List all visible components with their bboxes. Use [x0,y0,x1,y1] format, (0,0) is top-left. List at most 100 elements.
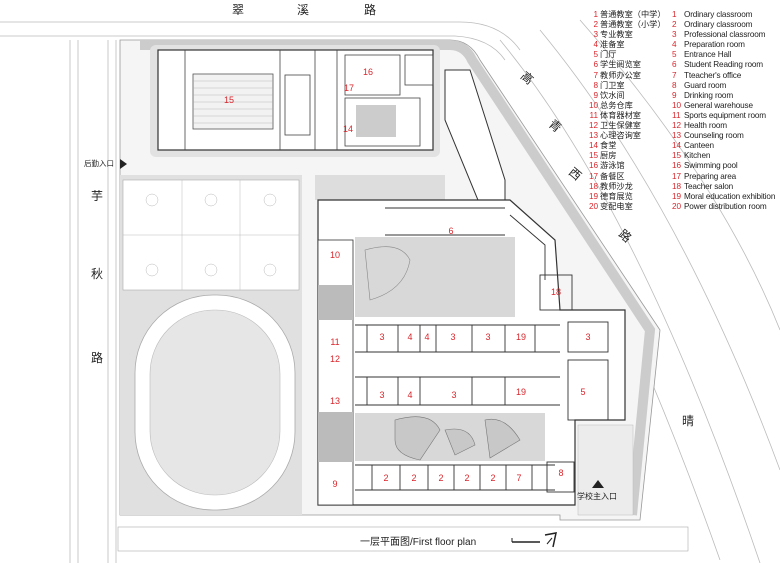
legend-label-zh: 备餐区 [600,171,625,181]
room-label: 8 [558,468,563,478]
room-label: 9 [332,479,337,489]
legend-number: 10 [672,100,682,110]
plan-caption: 一层平面图/First floor plan [360,537,477,548]
room-label: 3 [585,332,590,342]
road-southeast-char: 晴 [682,414,694,428]
room-label: 3 [485,332,490,342]
legend-number: 17 [672,171,682,181]
legend-number: 6 [672,60,677,70]
legend-label-zh: 体育器材室 [600,110,641,120]
road-east-char: 西 [566,165,584,183]
room-label: 3 [379,390,384,400]
legend-number: 2 [672,20,677,30]
legend-number: 19 [672,191,682,201]
main-entrance-arrow [592,480,604,488]
logistics-entrance-label: 后勤入口 [84,159,114,168]
room-label: 4 [407,332,412,342]
legend-label-en: Ordinary classroom [684,10,753,19]
legend-number: 19 [589,191,599,201]
scale-bar [511,538,540,543]
room-label: 2 [411,473,416,483]
legend-label-zh: 教师沙龙 [600,181,633,191]
legend-number: 8 [672,80,677,90]
legend-number: 20 [672,201,682,211]
legend-number: 5 [593,50,598,60]
legend-label-en: Preparation room [684,40,745,50]
room-label: 11 [330,337,339,347]
room-label: 7 [516,473,521,483]
legend-number: 11 [589,110,599,120]
legend-label-zh: 教师办公室 [600,70,641,80]
legend-number: 3 [593,30,598,40]
room-label: 3 [451,390,456,400]
legend-label-zh: 普通教室（小学） [600,20,666,30]
legend-label-en: General warehouse [684,100,753,110]
legend-label-en: Sports equipment room [684,110,766,120]
road-north-char: 路 [364,2,376,17]
legend-number: 1 [593,10,598,19]
room-label: 14 [343,124,353,134]
legend-label-en: Moral education exhibition [684,191,776,201]
legend-number: 14 [589,141,599,151]
road-west-char: 芋 [91,189,103,203]
room-label: 2 [490,473,495,483]
room-label: 19 [516,387,526,397]
legend-number: 4 [672,40,677,50]
legend-label-en: Drinking room [684,90,734,100]
main-building [315,175,626,506]
legend-label-en: Student Reading room [684,60,763,70]
legend-label-en: Entrance Hall [684,50,732,60]
legend-number: 9 [593,90,598,100]
room-label: 4 [424,332,429,342]
legend-label-zh: 门厅 [600,50,617,60]
room-label: 2 [383,473,388,483]
legend-number: 2 [593,20,598,30]
legend-label-zh: 准备室 [600,40,625,50]
legend-number: 11 [672,110,681,120]
room-label: 18 [551,287,561,297]
legend-label-zh: 卫生保健室 [600,121,641,131]
legend-label-zh: 游泳馆 [600,161,625,171]
legend-label-zh: 总务仓库 [600,100,633,110]
road-east-char: 路 [616,226,635,245]
swimming-pool [192,73,274,130]
legend-number: 16 [589,161,599,171]
legend-number: 9 [672,90,677,100]
legend-number: 10 [589,100,599,110]
legend-number: 7 [593,70,598,80]
north-arrow-icon [544,532,557,548]
room-label: 5 [580,387,585,397]
road-north-char: 溪 [297,3,309,17]
legend-number: 6 [593,60,598,70]
room-label: 15 [224,95,234,105]
room-label: 19 [516,332,526,342]
road-west-char: 路 [91,350,103,365]
legend-number: 13 [589,131,599,141]
room-label: 10 [330,250,340,260]
legend-number: 3 [672,30,677,40]
room-label: 16 [363,67,373,77]
room-label: 2 [464,473,469,483]
main-entrance-label: 学校主入口 [577,492,617,501]
legend-label-en: Ordinary classroom [684,20,753,30]
legend-number: 18 [672,181,682,191]
legend-label-en: Kitchen [684,151,711,161]
room-label: 2 [438,473,443,483]
courtyard-north [355,237,515,317]
legend-label-en: Swimming pool [684,161,738,171]
room-label: 4 [407,390,412,400]
legend-label-en: Tteacher's office [684,70,742,80]
